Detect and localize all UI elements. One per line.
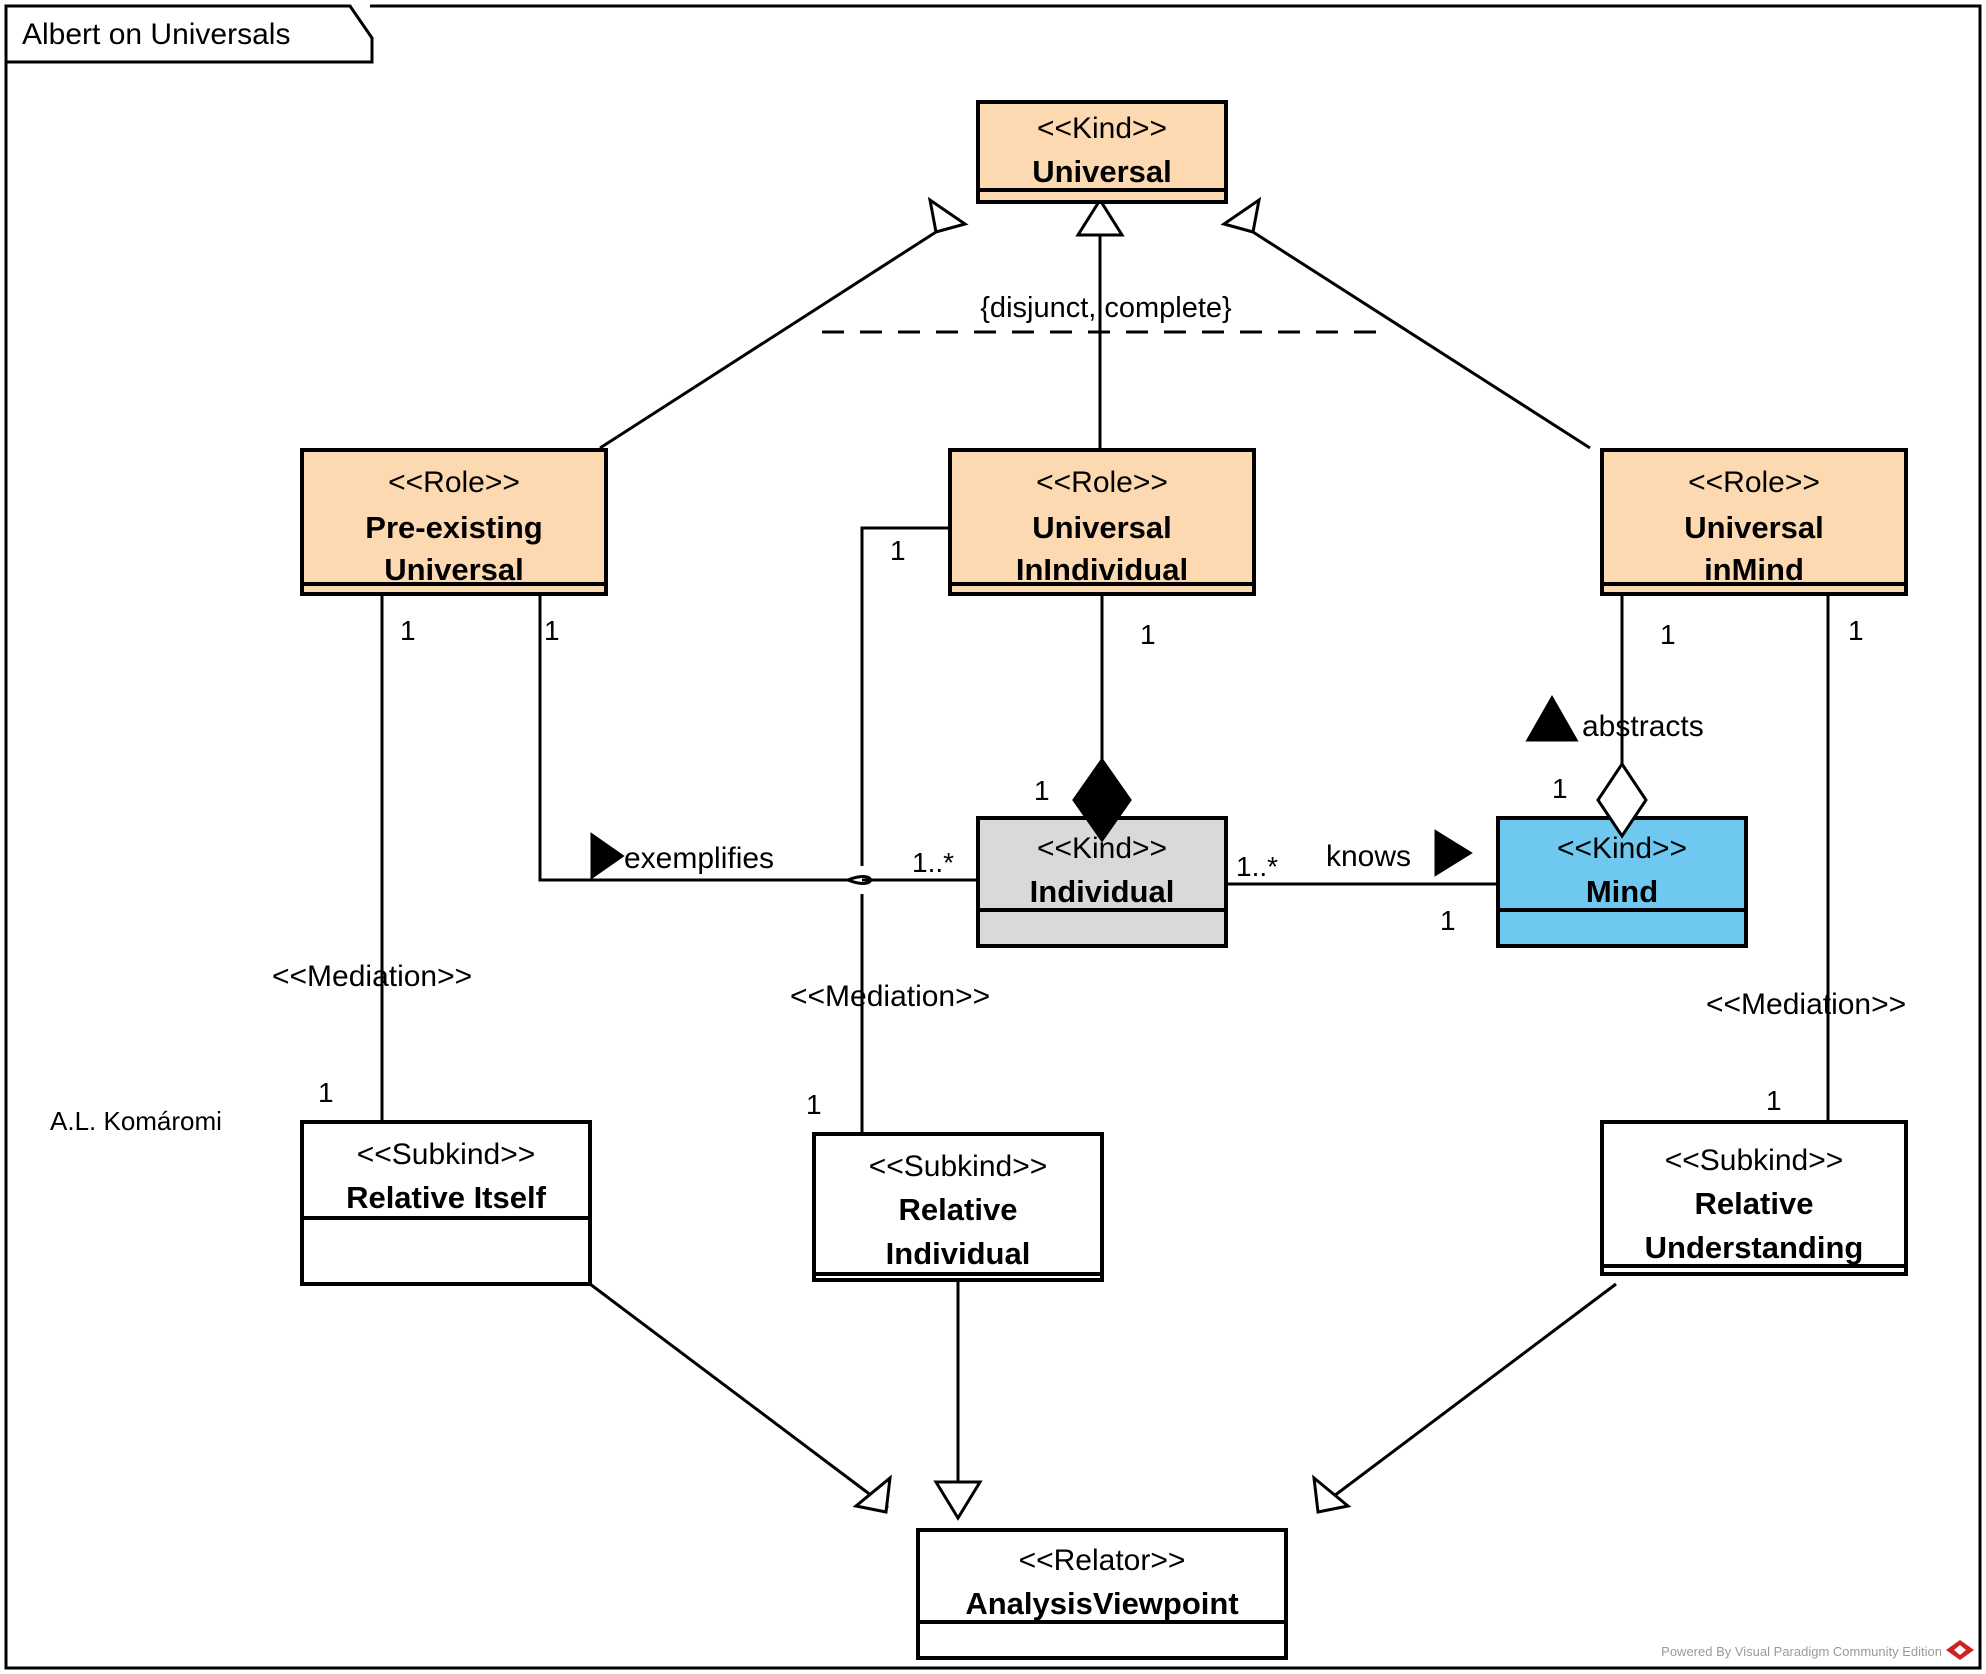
class-relative-individual-name2: Individual	[886, 1236, 1031, 1271]
visual-paradigm-logo-icon	[1946, 1640, 1974, 1660]
class-pre-existing-name1: Pre-existing	[365, 510, 542, 545]
mult-individual-left: 1..*	[912, 847, 954, 878]
generalization-arrow-center	[1075, 197, 1125, 237]
class-universal-name: Universal	[1032, 154, 1172, 189]
aggregation-diamond-hollow	[1596, 761, 1648, 839]
generalization-arrow-viewpoint-right	[1312, 1474, 1352, 1514]
generalization-arrow-viewpoint-left	[852, 1474, 892, 1514]
class-relative-understanding-name2: Understanding	[1645, 1230, 1864, 1265]
label-exemplifies: exemplifies	[624, 842, 774, 875]
mult-uim-right: 1	[1848, 615, 1864, 646]
abstracts-direction-arrow	[1525, 694, 1579, 742]
composition-diamond-filled	[1072, 757, 1132, 843]
exemplifies-direction-arrow	[590, 832, 625, 880]
class-mind-name: Mind	[1586, 874, 1658, 909]
class-individual-name: Individual	[1030, 874, 1175, 909]
mult-mind-abstracts: 1	[1552, 773, 1568, 804]
class-pre-existing-stereotype: <<Role>>	[388, 466, 520, 499]
mediation-uii-relative-individual	[860, 526, 950, 866]
class-universal-in-mind[interactable]: <<Role>> Universal inMind	[1600, 448, 1908, 596]
generalization-relative-itself-viewpoint	[589, 1282, 889, 1510]
mult-individual-right: 1..*	[1236, 851, 1278, 882]
mult-relative-understanding-top: 1	[1766, 1085, 1782, 1116]
class-uii-name2: InIndividual	[1016, 552, 1188, 587]
mult-mind-bottom: 1	[1440, 905, 1456, 936]
class-analysis-viewpoint-stereotype: <<Relator>>	[1019, 1544, 1186, 1577]
label-mediation-center: <<Mediation>>	[790, 980, 990, 1013]
mult-relative-itself-top: 1	[318, 1077, 334, 1108]
class-relative-itself-stereotype: <<Subkind>>	[357, 1138, 536, 1171]
class-relative-itself[interactable]: <<Subkind>> Relative Itself	[300, 1120, 592, 1286]
class-uim-name2: inMind	[1704, 552, 1804, 587]
class-pre-existing-name2: Universal	[384, 552, 524, 587]
generalization-set-constraint: {disjunct, complete}	[980, 292, 1232, 324]
label-mediation-left: <<Mediation>>	[272, 960, 472, 993]
diagram-frame	[4, 4, 1982, 1670]
generalization-universal-in-mind	[1252, 230, 1591, 450]
class-relative-understanding-stereotype: <<Subkind>>	[1665, 1144, 1844, 1177]
class-relative-individual[interactable]: <<Subkind>> Relative Individual	[812, 1132, 1104, 1282]
label-abstracts: abstracts	[1582, 710, 1704, 743]
class-universal[interactable]: <<Kind>> Universal	[976, 100, 1228, 204]
class-relative-understanding[interactable]: <<Subkind>> Relative Understanding	[1600, 1120, 1908, 1276]
generalization-arrow-viewpoint-center	[933, 1480, 983, 1521]
mult-uim-left: 1	[1660, 619, 1676, 650]
class-relative-individual-stereotype: <<Subkind>>	[869, 1150, 1048, 1183]
knows-direction-arrow	[1434, 829, 1473, 877]
label-knows: knows	[1326, 840, 1411, 873]
author-credit: A.L. Komáromi	[50, 1106, 222, 1136]
generalization-arrow-left	[927, 196, 969, 234]
class-analysis-viewpoint-name: AnalysisViewpoint	[965, 1586, 1238, 1621]
class-uii-name1: Universal	[1032, 510, 1172, 545]
diagram-name-tab-label: Albert on Universals	[22, 18, 290, 51]
class-uim-name1: Universal	[1684, 510, 1824, 545]
class-relative-itself-name: Relative Itself	[346, 1180, 547, 1215]
label-mediation-right: <<Mediation>>	[1706, 988, 1906, 1021]
mult-pre-existing-left: 1	[400, 615, 416, 646]
mult-individual-top: 1	[1034, 775, 1050, 806]
class-relative-understanding-name1: Relative	[1695, 1186, 1814, 1221]
mult-relative-individual-top: 1	[806, 1089, 822, 1120]
class-relative-individual-name1: Relative	[899, 1192, 1018, 1227]
class-analysis-viewpoint[interactable]: <<Relator>> AnalysisViewpoint	[916, 1528, 1288, 1660]
diagram-name-tab	[4, 4, 374, 64]
class-pre-existing-universal[interactable]: <<Role>> Pre-existing Universal	[300, 448, 608, 596]
class-universal-in-individual[interactable]: <<Role>> Universal InIndividual	[948, 448, 1256, 596]
class-uim-stereotype: <<Role>>	[1688, 466, 1820, 499]
generalization-pre-existing	[599, 230, 937, 450]
class-uii-stereotype: <<Role>>	[1036, 466, 1168, 499]
mult-pre-existing-right: 1	[544, 615, 560, 646]
generalization-arrow-right	[1220, 196, 1262, 234]
mult-uii-left: 1	[890, 535, 906, 566]
association-exemplifies	[538, 594, 848, 882]
class-universal-stereotype: <<Kind>>	[1037, 112, 1167, 145]
mult-uii-bottom: 1	[1140, 619, 1156, 650]
generalization-relative-understanding-viewpoint	[1317, 1282, 1617, 1510]
watermark-text: Powered By Visual Paradigm Community Edi…	[1661, 1644, 1942, 1659]
